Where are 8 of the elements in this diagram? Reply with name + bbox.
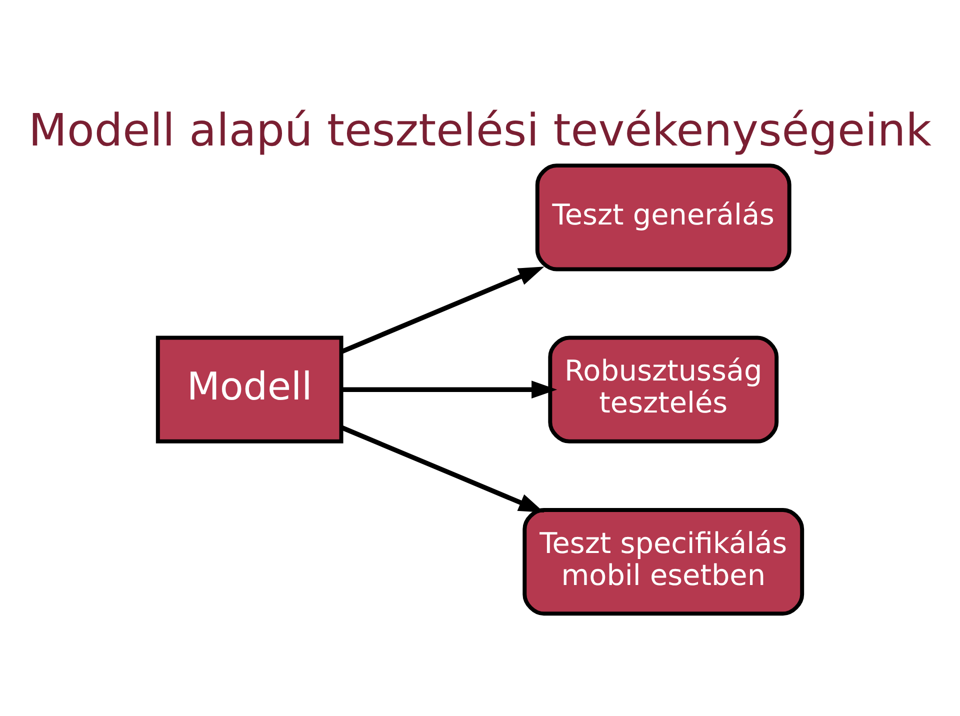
- arrow: [341, 380, 558, 398]
- arrow: [340, 266, 544, 354]
- node-box: Robusztusság tesztelés: [548, 335, 779, 443]
- node-box: Teszt generálás: [535, 163, 792, 271]
- node-box: Teszt specifikálás mobil esetben: [522, 507, 804, 616]
- node-box: Modell: [156, 335, 344, 443]
- arrow: [340, 424, 544, 512]
- diagram-title: Modell alapú tesztelési tevékenységeink: [28, 104, 932, 156]
